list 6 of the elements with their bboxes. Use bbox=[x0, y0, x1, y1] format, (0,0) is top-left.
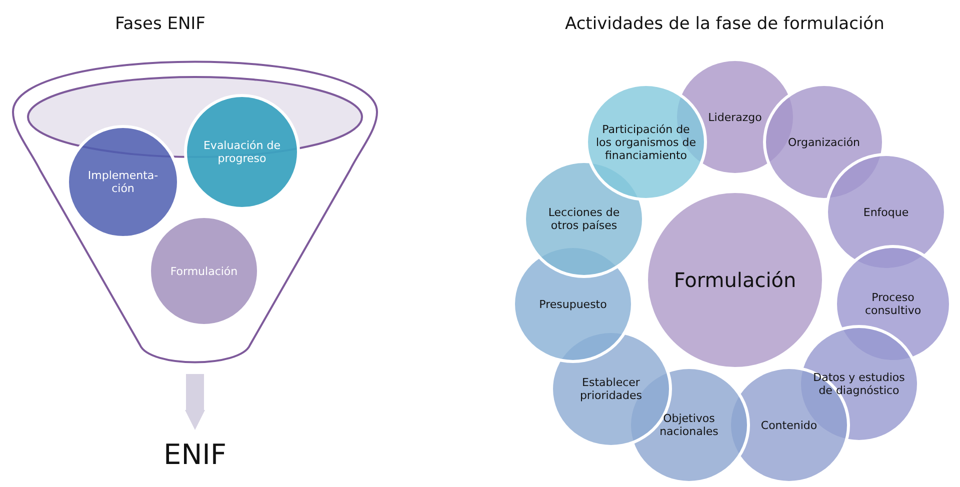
activity-circle: Participación de los organismos de financiamiento bbox=[585, 83, 707, 201]
section-heading: Actividades de la fase de formulación bbox=[565, 14, 884, 34]
down-arrow bbox=[185, 374, 205, 430]
result-text: ENIF bbox=[140, 432, 250, 476]
section-heading: Fases ENIF bbox=[115, 14, 206, 34]
center-circle: Formulación bbox=[645, 190, 825, 370]
